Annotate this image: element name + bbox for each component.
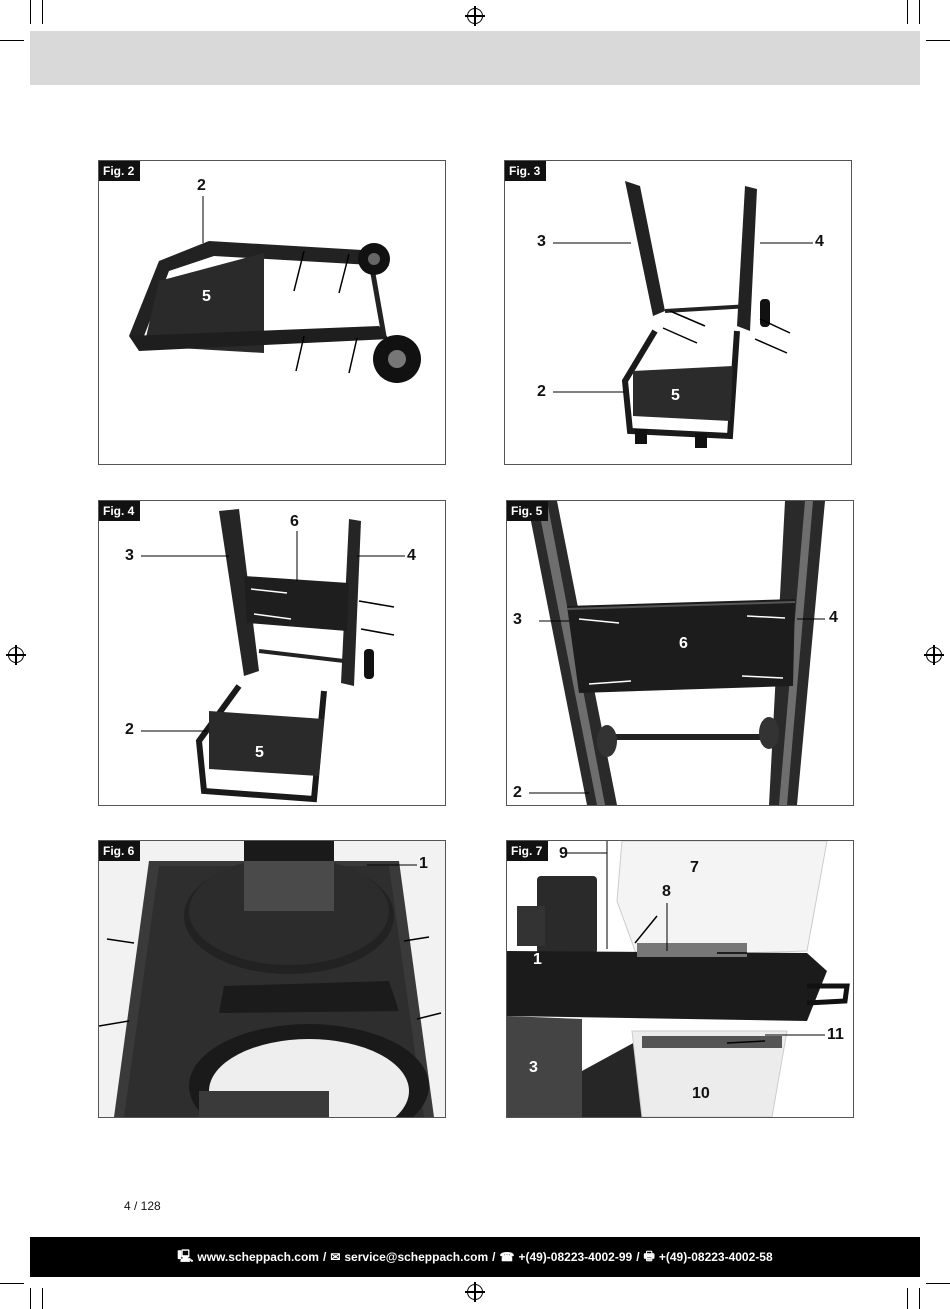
figure-2: Fig. 2 2 5 [98, 160, 446, 465]
crop-mark [926, 1283, 950, 1284]
dust-collector-illustration [507, 841, 850, 1117]
figure-label: 4 [407, 547, 416, 564]
fax-icon: 🖶 [643, 1248, 655, 1263]
separator: / [322, 1250, 327, 1264]
figure-4: Fig. 4 6 3 4 2 5 [98, 500, 446, 806]
cart-detail-illustration [527, 501, 825, 805]
figure-label: 5 [671, 387, 680, 404]
figure-label: 3 [529, 1059, 538, 1076]
crop-mark [30, 1288, 31, 1309]
figure-tag: Fig. 6 [99, 841, 141, 861]
cart-frame-illustration [141, 509, 405, 803]
figure-label: 3 [537, 233, 546, 250]
header-bar [30, 31, 920, 85]
cart-frame-illustration [553, 181, 813, 448]
figure-label: 3 [125, 547, 134, 564]
motor-housing-illustration [99, 841, 445, 1117]
crop-mark [926, 40, 950, 41]
figure-label: 10 [692, 1085, 710, 1102]
figure-6: Fig. 6 1 [98, 840, 446, 1118]
figure-label: 6 [290, 513, 299, 530]
figure-label: 1 [419, 855, 428, 872]
fax-number: +(49)-08223-4002-58 [658, 1250, 773, 1264]
crop-mark [30, 0, 31, 24]
cart-frame-illustration [129, 196, 421, 383]
crop-mark [0, 40, 24, 41]
registration-mark-icon [465, 1282, 485, 1302]
figure-tag: Fig. 3 [505, 161, 547, 181]
figure-label: 4 [815, 233, 824, 250]
figure-tag: Fig. 4 [99, 501, 141, 521]
page-number: 4 / 128 [124, 1199, 161, 1213]
figure-3: Fig. 3 3 4 2 5 [504, 160, 852, 465]
figure-label: 8 [662, 883, 671, 900]
crop-mark [42, 0, 43, 24]
figure-label: 4 [829, 609, 838, 626]
figure-tag: Fig. 5 [507, 501, 549, 521]
crop-mark [919, 0, 920, 24]
figure-label: 2 [537, 383, 546, 400]
separator: / [636, 1250, 640, 1264]
figure-label: 6 [679, 635, 688, 652]
phone-icon: ☎ [499, 1250, 515, 1264]
crop-mark [907, 0, 908, 24]
figure-5: Fig. 5 3 4 6 2 [506, 500, 854, 806]
registration-mark-icon [465, 6, 485, 26]
computer-icon: 🖳 [177, 1248, 194, 1263]
mail-icon: ✉ [330, 1250, 341, 1264]
phone-number: +(49)-08223-4002-99 [518, 1250, 633, 1264]
crop-mark [907, 1288, 908, 1309]
figure-label: 1 [533, 951, 542, 968]
crop-mark [42, 1288, 43, 1309]
figure-7: Fig. 7 9 7 8 1 11 3 10 [506, 840, 854, 1118]
crop-mark [0, 1283, 24, 1284]
email-link[interactable]: service@scheppach.com [344, 1250, 489, 1264]
figure-tag: Fig. 7 [507, 841, 549, 861]
registration-mark-icon [924, 645, 944, 665]
figure-label: 9 [559, 845, 568, 862]
figure-label: 5 [255, 744, 264, 761]
figure-label: 11 [827, 1026, 844, 1043]
figure-label: 3 [513, 611, 522, 628]
figure-label: 7 [690, 859, 699, 876]
figure-label: 5 [202, 288, 211, 305]
figure-label: 2 [125, 721, 134, 738]
figure-label: 2 [513, 784, 522, 801]
figure-tag: Fig. 2 [99, 161, 141, 181]
website-link[interactable]: www.scheppach.com [197, 1250, 319, 1264]
crop-mark [919, 1288, 920, 1309]
footer-contact-bar: 🖳 www.scheppach.com / ✉ service@scheppac… [30, 1237, 920, 1277]
figure-label: 2 [197, 177, 206, 194]
registration-mark-icon [6, 645, 26, 665]
separator: / [492, 1250, 496, 1264]
